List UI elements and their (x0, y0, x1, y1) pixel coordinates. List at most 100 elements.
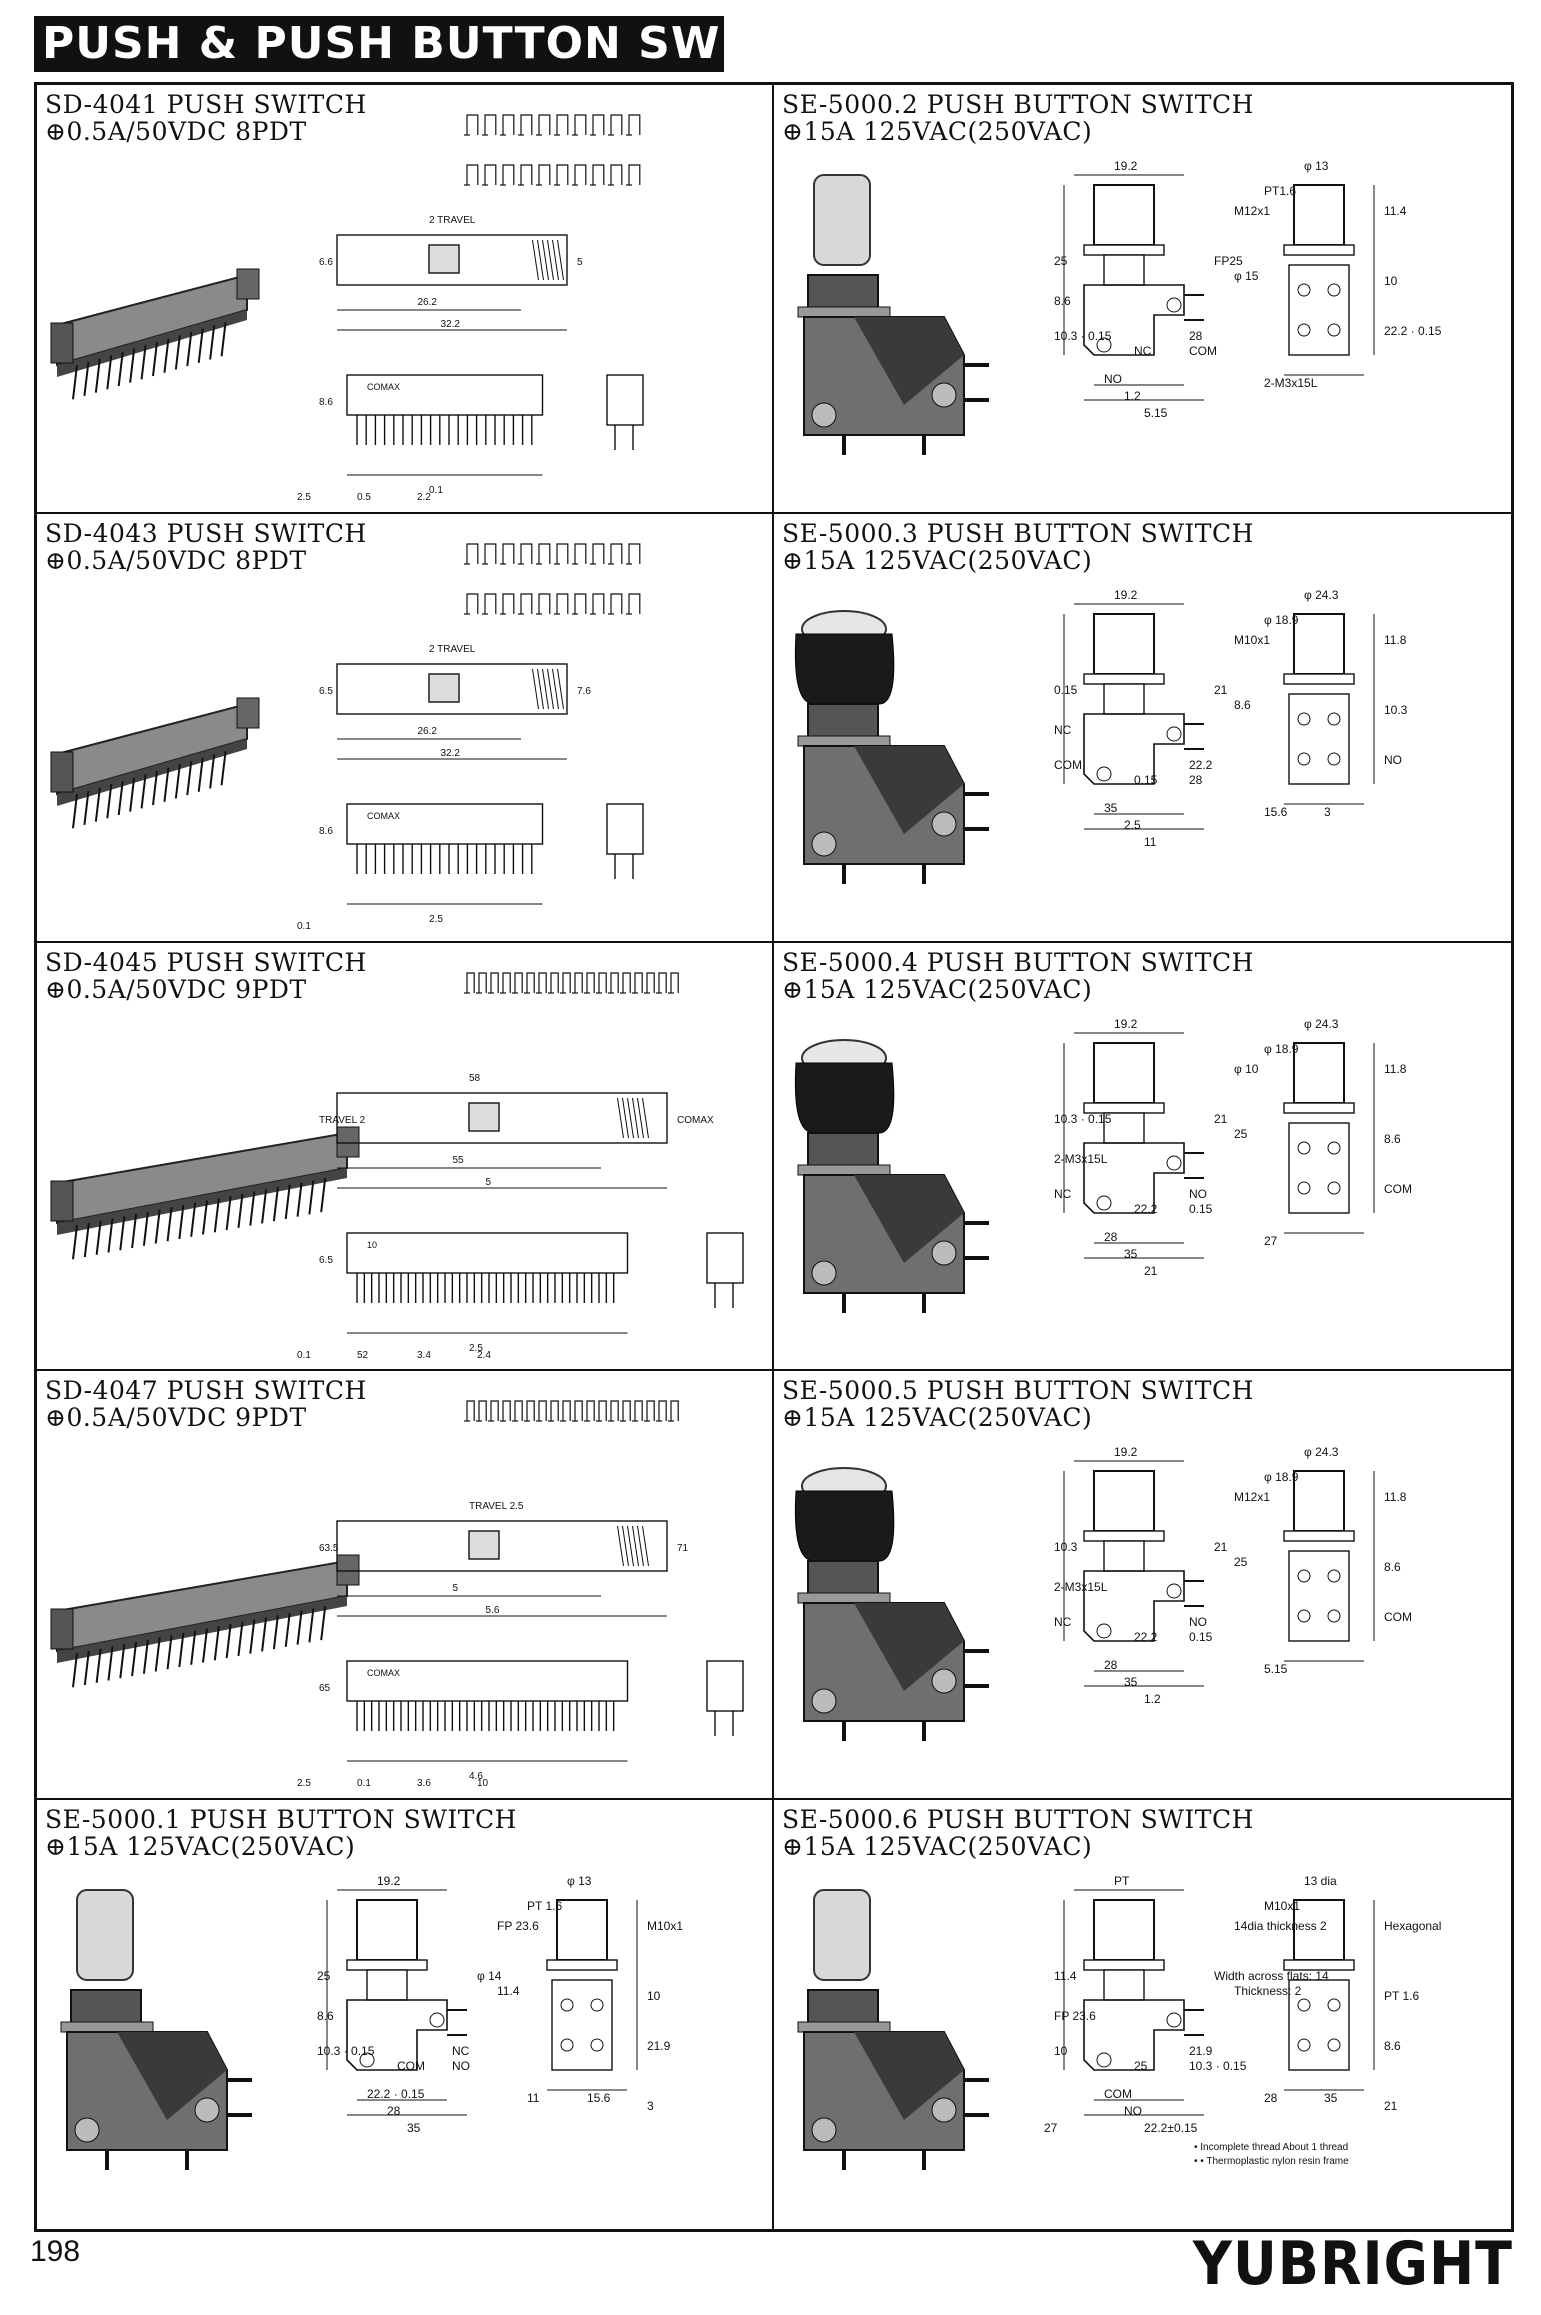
dimension-label: 1.2 (1124, 389, 1141, 403)
dimension-label: 55 (453, 1155, 465, 1166)
dimension-label: NC (452, 2044, 470, 2058)
dimension-label: 2-M3x15L (1054, 1580, 1108, 1594)
product-model: SE-5000.2 PUSH BUTTON SWITCH (782, 90, 1254, 119)
product-model: SE-5000.3 PUSH BUTTON SWITCH (782, 518, 1254, 548)
product-rating: ⊕0.5A/50VDC 9PDT (45, 974, 307, 1004)
dimension-label: PT 1.6 (1384, 1989, 1419, 2003)
dimension-label: 8.6 (1234, 698, 1251, 712)
dimension-label: 19.2 (377, 1874, 401, 1888)
dimension-label: 11 (1144, 835, 1157, 849)
product-model: SD-4045 PUSH SWITCH (45, 947, 367, 977)
dimension-label: 2.5 (469, 1343, 483, 1354)
product-model: SD-4043 PUSH SWITCH (45, 518, 367, 548)
dimension-label: 3.4 (417, 1350, 431, 1361)
dimension-label: 6.6 (319, 257, 333, 268)
dimension-label: 32.2 (441, 748, 461, 759)
product-model: SE-5000.1 PUSH BUTTON SWITCH (45, 1805, 517, 1835)
dimension-label: φ 18.9 (1264, 1042, 1299, 1056)
product-photo (797, 1889, 989, 2171)
product-cell: SE-5000.4 PUSH BUTTON SWITCH⊕15A 125VAC(… (774, 943, 1511, 1372)
dimension-label: 11.4 (1384, 204, 1407, 218)
dimension-label: TRAVEL 2.5 (469, 1501, 524, 1512)
switch-photo-body (794, 609, 989, 884)
dimension-label: 15.6 (587, 2091, 611, 2105)
dimension-label: 10.3 (1054, 1540, 1078, 1554)
dimension-label: 25 (317, 1969, 331, 1983)
dimension-label: φ 13 (567, 1874, 592, 1888)
product-heading: SE-5000.6 PUSH BUTTON SWITCH⊕15A 125VAC(… (782, 1806, 1254, 1860)
product-cell: SE-5000.1 PUSH BUTTON SWITCH⊕15A 125VAC(… (37, 1800, 774, 2229)
dimension-label: 22.2±0.15 (1144, 2121, 1198, 2135)
dimension-label: PT (1114, 1874, 1130, 1888)
product-heading: SD-4041 PUSH SWITCH⊕0.5A/50VDC 8PDT (45, 91, 367, 145)
product-model: SD-4041 PUSH SWITCH (45, 90, 367, 119)
product-rating: ⊕0.5A/50VDC 9PDT (45, 1403, 307, 1433)
dimension-label: 35 (1104, 801, 1118, 815)
dimension-label: Hexagonal (1384, 1919, 1441, 1933)
brand-label: COMAX (367, 1668, 400, 1678)
dimension-label: 21 (1214, 1112, 1228, 1126)
product-photo (60, 1889, 252, 2171)
product-rating: ⊕15A 125VAC(250VAC) (782, 974, 1093, 1004)
dimension-label: • • Thermoplastic nylon resin frame (1194, 2156, 1349, 2167)
product-rating: ⊕15A 125VAC(250VAC) (45, 1832, 356, 1862)
dimension-label: COMAX (677, 1115, 714, 1126)
dimension-label: TRAVEL 2 (319, 1115, 366, 1126)
product-rating: ⊕0.5A/50VDC 8PDT (45, 545, 307, 575)
product-cell: SE-5000.2 PUSH BUTTON SWITCH⊕15A 125VAC(… (774, 85, 1511, 514)
dimension-label: 71 (677, 1543, 689, 1554)
switch-photo-body (50, 268, 260, 400)
dimension-label: φ 18.9 (1264, 1470, 1299, 1484)
dimension-label: 8.6 (319, 397, 333, 408)
dimension-label: Width across flats: 14 (1214, 1969, 1329, 1983)
product-photo (50, 268, 260, 400)
dimension-label: 25 (1234, 1555, 1248, 1569)
dimension-label: NC (1134, 344, 1152, 358)
dimension-label: COM (1384, 1610, 1412, 1624)
dimension-label: φ 18.9 (1264, 613, 1299, 627)
dimension-label: 0.1 (297, 921, 311, 932)
dimension-label: COM (1054, 758, 1082, 772)
dimension-label: 2.2 (417, 492, 431, 503)
dimension-label: 11.8 (1384, 1490, 1407, 1504)
product-rating: ⊕15A 125VAC(250VAC) (782, 1403, 1093, 1433)
dimension-label: M12x1 (1234, 204, 1270, 218)
dimension-label: FP 23.6 (1054, 2009, 1096, 2023)
dimension-label: 63.5 (319, 1543, 339, 1554)
dimension-label: 58 (469, 1073, 481, 1084)
dimension-label: 5.15 (1264, 1662, 1288, 1676)
dimension-label: φ 14 (477, 1969, 502, 1983)
product-heading: SE-5000.3 PUSH BUTTON SWITCH⊕15A 125VAC(… (782, 520, 1254, 574)
dimension-label: 10.3 · 0.15 (1189, 2059, 1247, 2073)
switch-photo-body (50, 1554, 360, 1688)
dimension-label: 2.5 (1124, 818, 1141, 832)
dimension-label: NO (1124, 2104, 1142, 2118)
dimension-label: 28 (387, 2104, 401, 2118)
dimension-label: 28 (1189, 329, 1203, 343)
dimension-label: 8.6 (317, 2009, 334, 2023)
dimension-label: 22.2 (1189, 758, 1213, 772)
dimension-label: COM (1189, 344, 1217, 358)
dimension-label: 8.6 (319, 826, 333, 837)
product-photo (50, 697, 260, 829)
dimension-label: 32.2 (441, 319, 461, 330)
switch-photo-body (794, 1038, 989, 1313)
dimension-label: 15.6 (1264, 805, 1288, 819)
dimension-label: 10 (647, 1989, 661, 2003)
dimension-label: 35 (1124, 1675, 1138, 1689)
brand-label: COMAX (367, 382, 400, 392)
dimension-label: 8.6 (1384, 2039, 1401, 2053)
dimension-label: 0.15 (1134, 773, 1158, 787)
product-heading: SD-4045 PUSH SWITCH⊕0.5A/50VDC 9PDT (45, 949, 367, 1003)
dimension-label: 35 (407, 2121, 421, 2135)
dimension-label: 10.3 · 0.15 (317, 2044, 375, 2058)
switch-photo-body (50, 697, 260, 829)
dimension-label: M10x1 (647, 1919, 683, 1933)
dimension-label: 10.3 · 0.15 (1054, 1112, 1112, 1126)
dimension-label: PT1.6 (1264, 184, 1296, 198)
